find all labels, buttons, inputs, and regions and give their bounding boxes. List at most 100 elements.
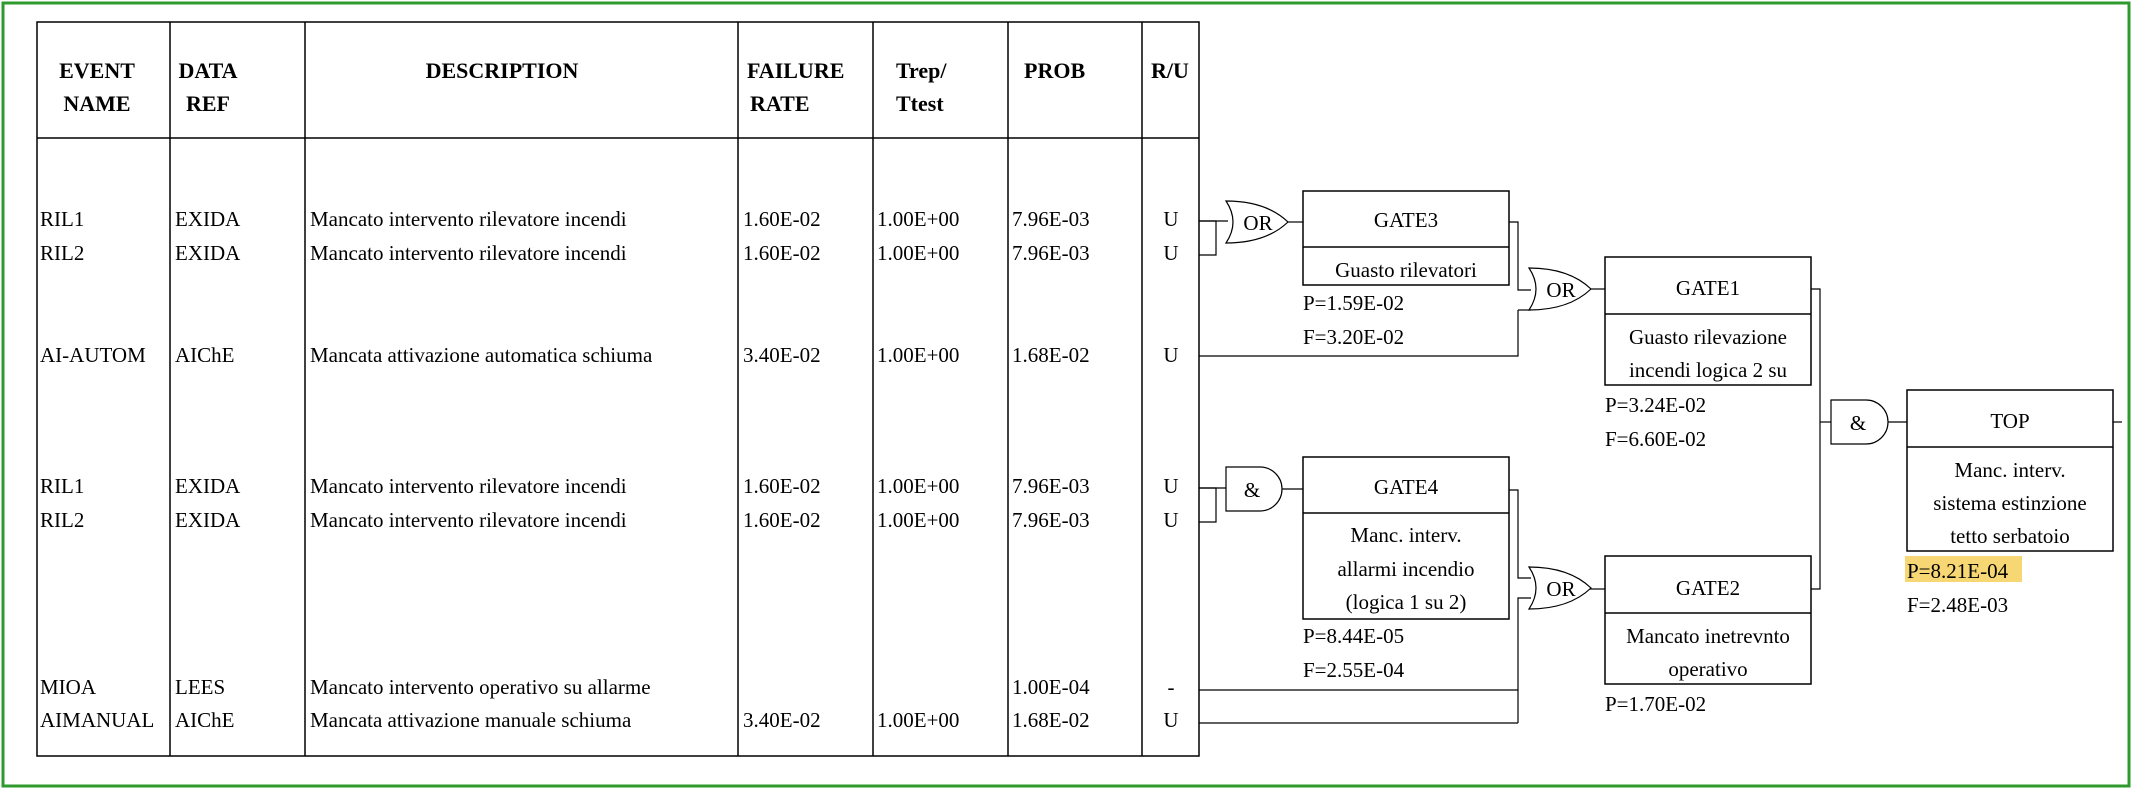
header-event-name: NAME — [63, 91, 130, 116]
cell-ru: U — [1163, 508, 1178, 532]
connector-lines — [1199, 220, 2122, 724]
gate-probability: P=8.44E-05 — [1303, 624, 1404, 648]
cell-event: RIL1 — [40, 207, 84, 231]
cell-desc: Mancato intervento rilevatore incendi — [310, 207, 627, 231]
gate3-box: GATE3 Guasto rilevatori P=1.59E-02 F=3.2… — [1302, 190, 1510, 349]
cell-desc: Mancata attivazione manuale schiuma — [310, 708, 632, 732]
table-row: MIOA LEES Mancato intervento operativo s… — [40, 675, 1175, 699]
gate-name: GATE4 — [1374, 475, 1439, 499]
gate-description: Guasto rilevatori — [1335, 258, 1477, 282]
gate4-box: GATE4 Manc. interv. allarmi incendio (lo… — [1302, 456, 1510, 682]
gate-description: (logica 1 su 2) — [1346, 590, 1467, 614]
svg-text:OR: OR — [1546, 577, 1575, 601]
cell-event: RIL2 — [40, 241, 84, 265]
header-data-ref: REF — [186, 91, 230, 116]
gate-description: operativo — [1668, 657, 1747, 681]
header-trep: Ttest — [896, 91, 944, 116]
cell-ru: U — [1163, 343, 1178, 367]
gate-probability: P=1.59E-02 — [1303, 291, 1404, 315]
gate-description: incendi logica 2 su — [1629, 358, 1788, 382]
cell-event: AIMANUAL — [40, 708, 154, 732]
events-table: EVENT NAME DATA REF DESCRIPTION FAILURE … — [36, 21, 1200, 757]
svg-text:&: & — [1244, 478, 1260, 502]
cell-trep: 1.00E+00 — [877, 241, 959, 265]
header-trep: Trep/ — [896, 58, 947, 83]
cell-event: AI-AUTOM — [40, 343, 146, 367]
cell-ref: EXIDA — [175, 474, 241, 498]
cell-ru: U — [1163, 207, 1178, 231]
cell-prob: 1.68E-02 — [1012, 343, 1090, 367]
cell-event: MIOA — [40, 675, 97, 699]
cell-rate: 1.60E-02 — [743, 241, 821, 265]
gate-description: Guasto rilevazione — [1629, 325, 1787, 349]
cell-ref: AIChE — [175, 343, 235, 367]
connector-line — [1199, 220, 1217, 256]
cell-prob: 7.96E-03 — [1012, 207, 1090, 231]
cell-prob: 7.96E-03 — [1012, 241, 1090, 265]
cell-prob: 1.00E-04 — [1012, 675, 1090, 699]
cell-rate: 1.60E-02 — [743, 207, 821, 231]
cell-prob: 7.96E-03 — [1012, 474, 1090, 498]
gate-name: TOP — [1990, 409, 2029, 433]
or-gate-symbol: OR — [1224, 200, 1289, 244]
header-ru: R/U — [1151, 58, 1189, 83]
table-row: RIL1 EXIDA Mancato intervento rilevatore… — [40, 207, 1179, 231]
cell-trep: 1.00E+00 — [877, 508, 959, 532]
gate-frequency: F=3.20E-02 — [1303, 325, 1404, 349]
header-event-name: EVENT — [59, 58, 135, 83]
header-description: DESCRIPTION — [426, 58, 579, 83]
cell-ru: U — [1163, 474, 1178, 498]
connector-line — [1811, 288, 1821, 590]
gate-description: allarmi incendio — [1337, 557, 1474, 581]
cell-prob: 7.96E-03 — [1012, 508, 1090, 532]
and-gate-symbol: & — [1830, 399, 1889, 445]
and-gate-symbol: & — [1225, 466, 1283, 512]
gate-name: GATE3 — [1374, 208, 1438, 232]
connector-line — [1509, 221, 1531, 291]
table-row: AIMANUAL AIChE Mancata attivazione manua… — [40, 708, 1179, 732]
gate-frequency: F=2.55E-04 — [1303, 658, 1405, 682]
gate-description: Manc. interv. — [1350, 523, 1461, 547]
cell-desc: Mancato intervento rilevatore incendi — [310, 241, 627, 265]
cell-desc: Mancato intervento rilevatore incendi — [310, 474, 627, 498]
gate-description: tetto serbatoio — [1950, 524, 2070, 548]
gate-name: GATE1 — [1676, 276, 1740, 300]
gate-description: Mancato inetrevnto — [1626, 624, 1790, 648]
table-border — [36, 21, 1200, 757]
svg-text:OR: OR — [1243, 211, 1272, 235]
table-row: AI-AUTOM AIChE Mancata attivazione autom… — [40, 343, 1179, 367]
cell-prob: 1.68E-02 — [1012, 708, 1090, 732]
gate1-box: GATE1 Guasto rilevazione incendi logica … — [1604, 256, 1812, 451]
connector-line — [1199, 487, 1217, 523]
cell-ref: EXIDA — [175, 508, 241, 532]
cell-trep: 1.00E+00 — [877, 708, 959, 732]
cell-ru: - — [1168, 675, 1175, 699]
gate-description: sistema estinzione — [1933, 491, 2086, 515]
cell-ru: U — [1163, 241, 1178, 265]
table-row: RIL1 EXIDA Mancato intervento rilevatore… — [40, 474, 1179, 498]
gate-probability: P=8.21E-04 — [1907, 559, 2009, 583]
cell-event: RIL1 — [40, 474, 84, 498]
top-event-box: TOP Manc. interv. sistema estinzione tet… — [1905, 389, 2114, 617]
cell-trep: 1.00E+00 — [877, 474, 959, 498]
or-gate-symbol: OR — [1527, 566, 1592, 610]
gate-probability: P=1.70E-02 — [1605, 692, 1706, 716]
table-row: RIL2 EXIDA Mancato intervento rilevatore… — [40, 508, 1179, 532]
cell-ref: AIChE — [175, 708, 235, 732]
cell-rate: 1.60E-02 — [743, 474, 821, 498]
header-data-ref: DATA — [178, 58, 237, 83]
cell-ref: EXIDA — [175, 241, 241, 265]
gate-frequency: F=2.48E-03 — [1907, 593, 2008, 617]
connector-line — [1509, 489, 1531, 579]
connector-line — [1199, 597, 1531, 691]
header-failure-rate: FAILURE — [747, 58, 844, 83]
cell-rate: 1.60E-02 — [743, 508, 821, 532]
cell-ru: U — [1163, 708, 1178, 732]
cell-desc: Mancato intervento operativo su allarme — [310, 675, 651, 699]
svg-text:OR: OR — [1546, 278, 1575, 302]
gate2-box: GATE2 Mancato inetrevnto operativo P=1.7… — [1604, 555, 1812, 716]
header-failure-rate: RATE — [750, 91, 810, 116]
or-gate-symbol: OR — [1527, 267, 1592, 311]
